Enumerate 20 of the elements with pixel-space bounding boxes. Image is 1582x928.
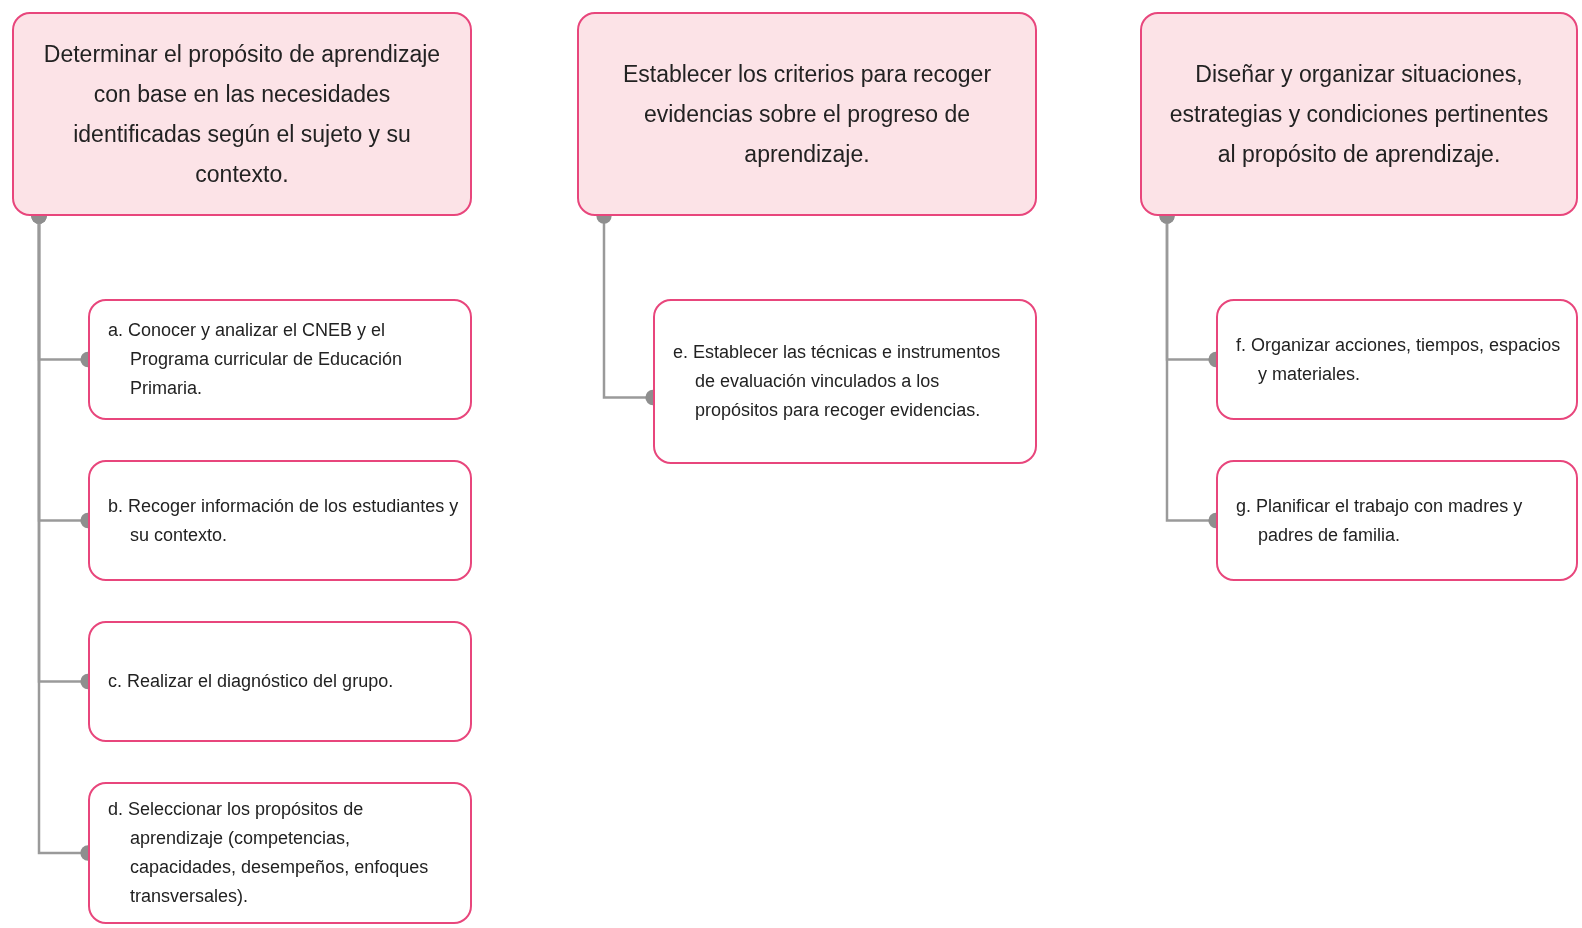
task-box — [88, 621, 472, 742]
task-box — [1216, 299, 1578, 420]
step-text: Diseñar y organizar situaciones, estrategias y condiciones pertinentes al propósito de aprendizaje. — [1168, 60, 1550, 169]
task-text: c. Realizar el diagnóstico del grupo. — [108, 670, 394, 693]
task-box — [1216, 460, 1578, 581]
task-box — [88, 299, 472, 420]
step-box — [12, 12, 472, 216]
task-text: b. Recoger información de los estudiantes y su contexto. — [108, 494, 460, 547]
step-text: Establecer los criterios para recoger evidencias sobre el progreso de aprendizaje. — [621, 60, 993, 169]
task-text: e. Establecer las técnicas e instrumentos de evaluación vinculados a los propósitos para recoger evidencias. — [673, 341, 1002, 422]
task-box — [653, 299, 1037, 464]
step-box — [1140, 12, 1578, 216]
step-box — [577, 12, 1037, 216]
step-text: Determinar el propósito de aprendizaje con base en las necesidades identificadas según el sujeto y su contexto. — [42, 40, 442, 189]
task-text: d. Seleccionar los propósitos de aprendizaje (competencias, capacidades, desempeños, enfoques transversales). — [108, 798, 430, 908]
task-text: a. Conocer y analizar el CNEB y el Programa curricular de Educación Primaria. — [108, 319, 404, 400]
task-text: f. Organizar acciones, tiempos, espacios y materiales. — [1236, 333, 1562, 386]
task-box — [88, 460, 472, 581]
task-text: g. Planificar el trabajo con madres y padres de familia. — [1236, 494, 1524, 547]
task-box — [88, 782, 472, 924]
